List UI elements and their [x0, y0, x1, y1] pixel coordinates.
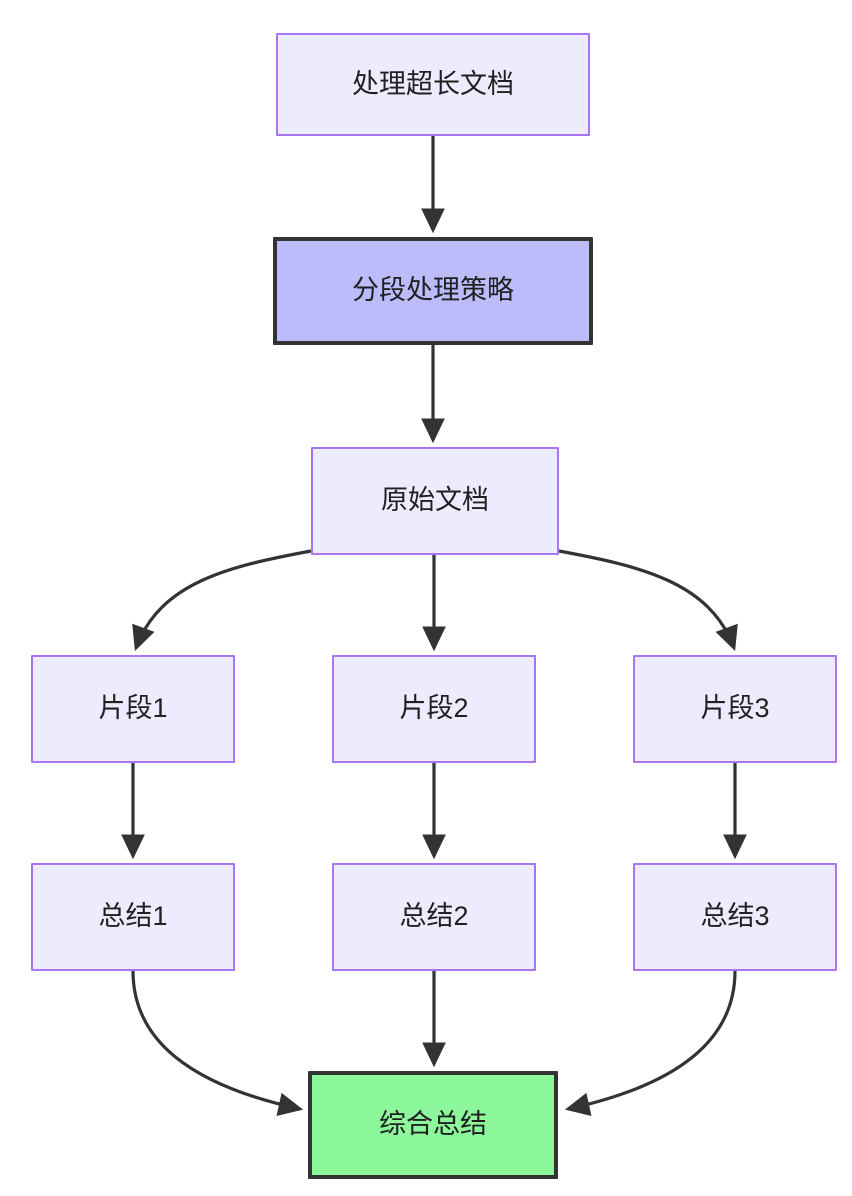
- edge-n3-n4: [132, 549, 312, 652]
- node-label: 总结3: [700, 901, 770, 932]
- node-fragment-3[interactable]: 片段3: [633, 655, 837, 763]
- node-summary-3[interactable]: 总结3: [633, 863, 837, 971]
- node-fragment-1[interactable]: 片段1: [31, 655, 235, 763]
- node-label: 片段2: [399, 693, 469, 724]
- node-label: 原始文档: [381, 485, 489, 516]
- node-label: 总结2: [399, 901, 469, 932]
- node-comprehensive-summary[interactable]: 综合总结: [308, 1071, 558, 1179]
- node-process-long-document[interactable]: 处理超长文档: [276, 33, 590, 136]
- node-summary-2[interactable]: 总结2: [332, 863, 536, 971]
- edge-n3-n6: [558, 549, 738, 652]
- edge-n9-n10: [564, 970, 737, 1116]
- node-label: 片段1: [98, 693, 168, 724]
- node-fragment-2[interactable]: 片段2: [332, 655, 536, 763]
- node-original-document[interactable]: 原始文档: [311, 447, 559, 555]
- node-label: 分段处理策略: [352, 275, 514, 306]
- node-label: 片段3: [700, 693, 770, 724]
- node-label: 处理超长文档: [352, 68, 514, 99]
- edge-n7-n10: [131, 970, 304, 1116]
- node-label: 总结1: [98, 901, 168, 932]
- node-label: 综合总结: [379, 1109, 487, 1140]
- node-summary-1[interactable]: 总结1: [31, 863, 235, 971]
- node-chunking-strategy[interactable]: 分段处理策略: [273, 237, 593, 345]
